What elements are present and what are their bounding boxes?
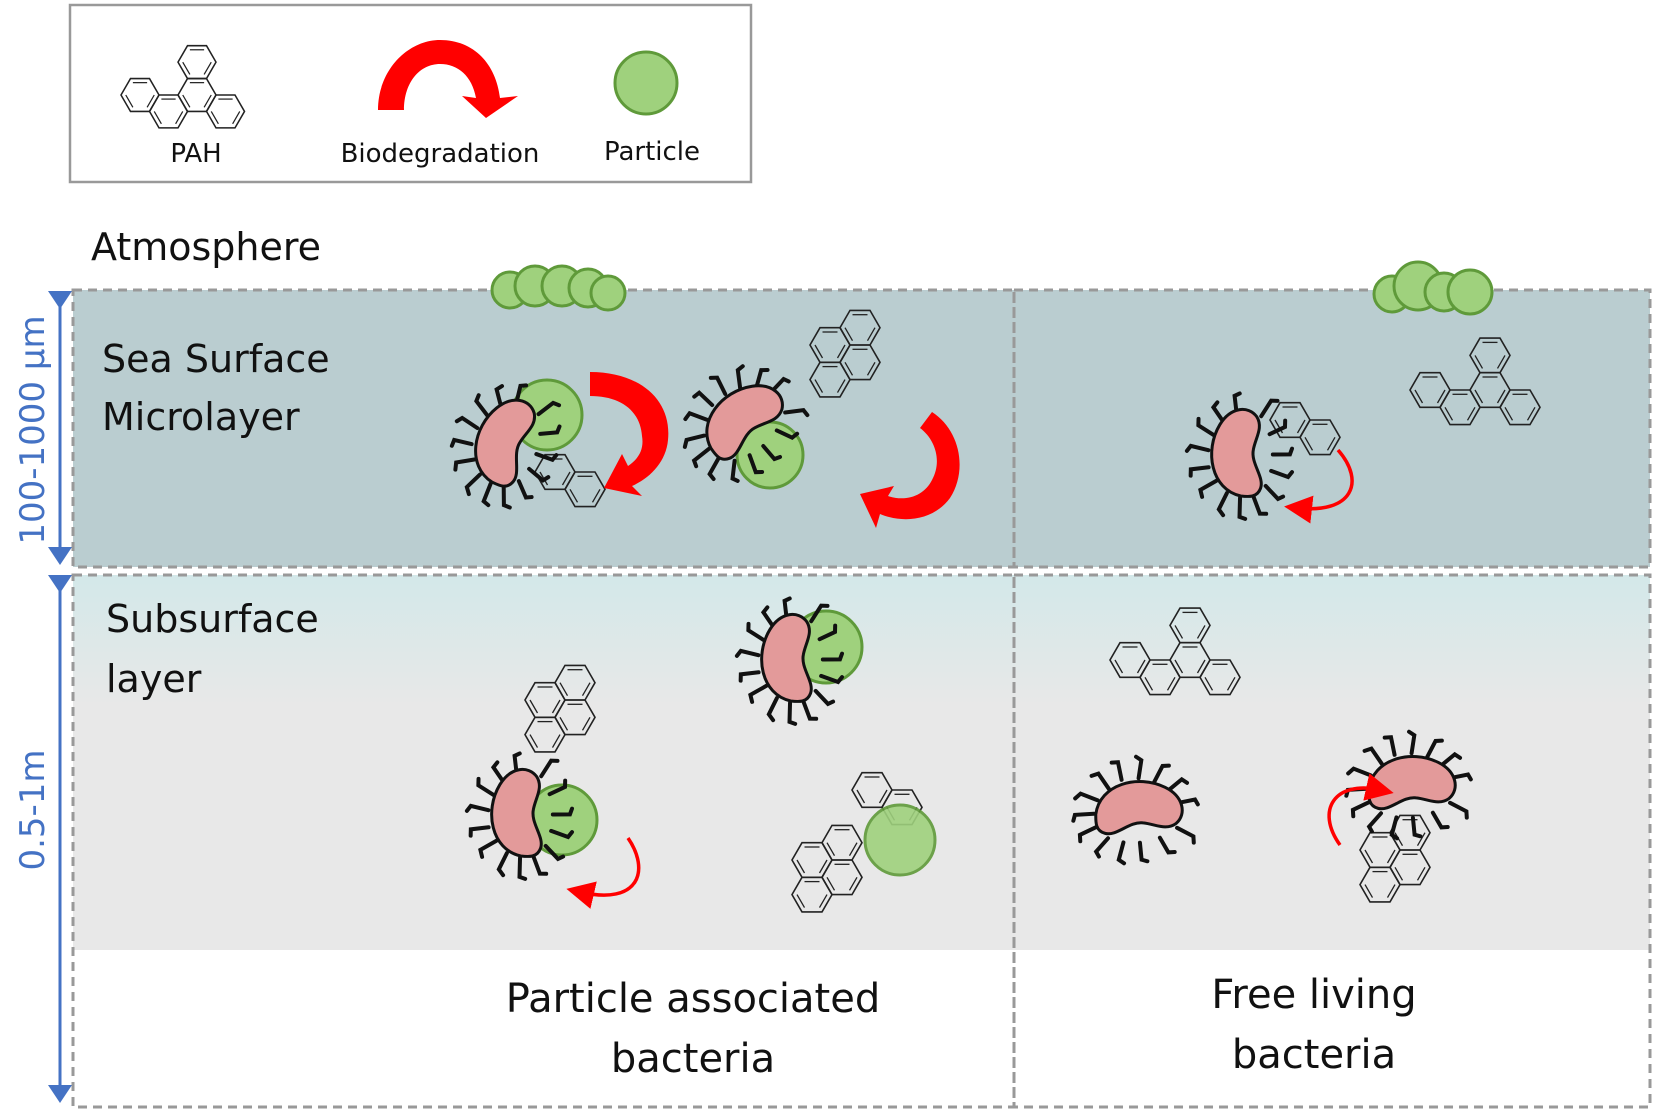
legend-particle-icon (613, 50, 679, 116)
subsurface-particle-group-3 (792, 773, 937, 912)
free-living-label-line2: bacteria (1232, 1032, 1396, 1078)
particle-associated-label-line2: bacteria (611, 1036, 775, 1082)
microlayer-free-bacterium (1168, 375, 1354, 535)
microlayer-label-line1: Sea Surface (102, 337, 330, 381)
biodegradation-arrow-large-2 (860, 412, 960, 528)
surface-particle-cluster-right (1372, 260, 1494, 316)
microlayer-particle-group-2 (663, 310, 880, 496)
legend-biodegradation-label: Biodegradation (341, 139, 540, 169)
subsurface-particle-group-1 (718, 580, 866, 740)
legend-biodegradation-icon (378, 40, 518, 118)
microlayer-label-line2: Microlayer (102, 395, 300, 439)
subsurface-label-line1: Subsurface (106, 597, 319, 641)
legend: PAH Biodegradation Particle (68, 3, 753, 184)
subsurface-depth-label: 0.5-1m (13, 749, 53, 870)
particle-associated-label-line1: Particle associated (506, 976, 880, 1022)
atmosphere-label: Atmosphere (91, 225, 321, 269)
surface-particle-cluster-left (490, 264, 627, 312)
subsurface-label-line2: layer (106, 657, 202, 701)
biodegradation-arrow-large-1 (590, 372, 669, 496)
microlayer-depth-label: 100-1000 µm (13, 315, 53, 544)
subsurface-free-group-2 (1327, 717, 1487, 902)
microlayer-zone (73, 290, 1650, 567)
subsurface-particle-group-2 (448, 665, 641, 909)
legend-pah-label: PAH (170, 139, 221, 169)
microlayer-particle-group-1 (423, 359, 605, 529)
legend-particle-label: Particle (604, 137, 700, 167)
free-living-label-line1: Free living (1211, 972, 1416, 1018)
